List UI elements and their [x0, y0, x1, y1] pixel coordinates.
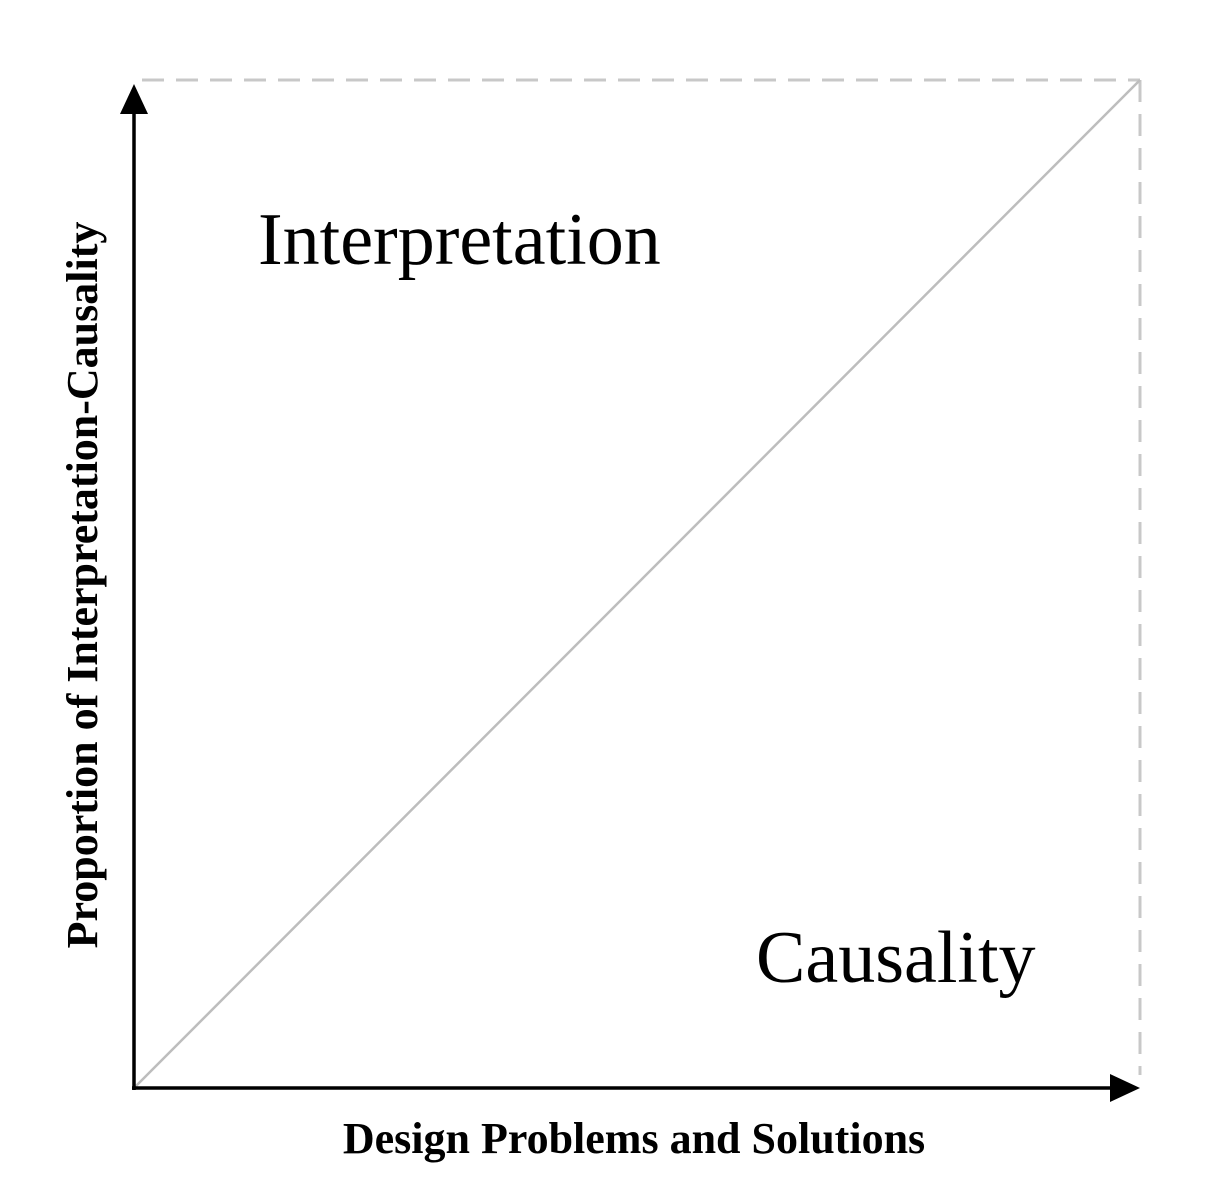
x-axis-label: Design Problems and Solutions [343, 1114, 925, 1163]
causality-region-label: Causality [756, 917, 1036, 999]
interpretation-region-label: Interpretation [258, 199, 661, 281]
y-axis-arrowhead [120, 84, 148, 114]
y-axis-label: Proportion of Interpretation-Causality [58, 222, 107, 949]
diagonal-divider [133, 79, 1141, 1089]
x-axis-arrowhead [1110, 1074, 1140, 1102]
